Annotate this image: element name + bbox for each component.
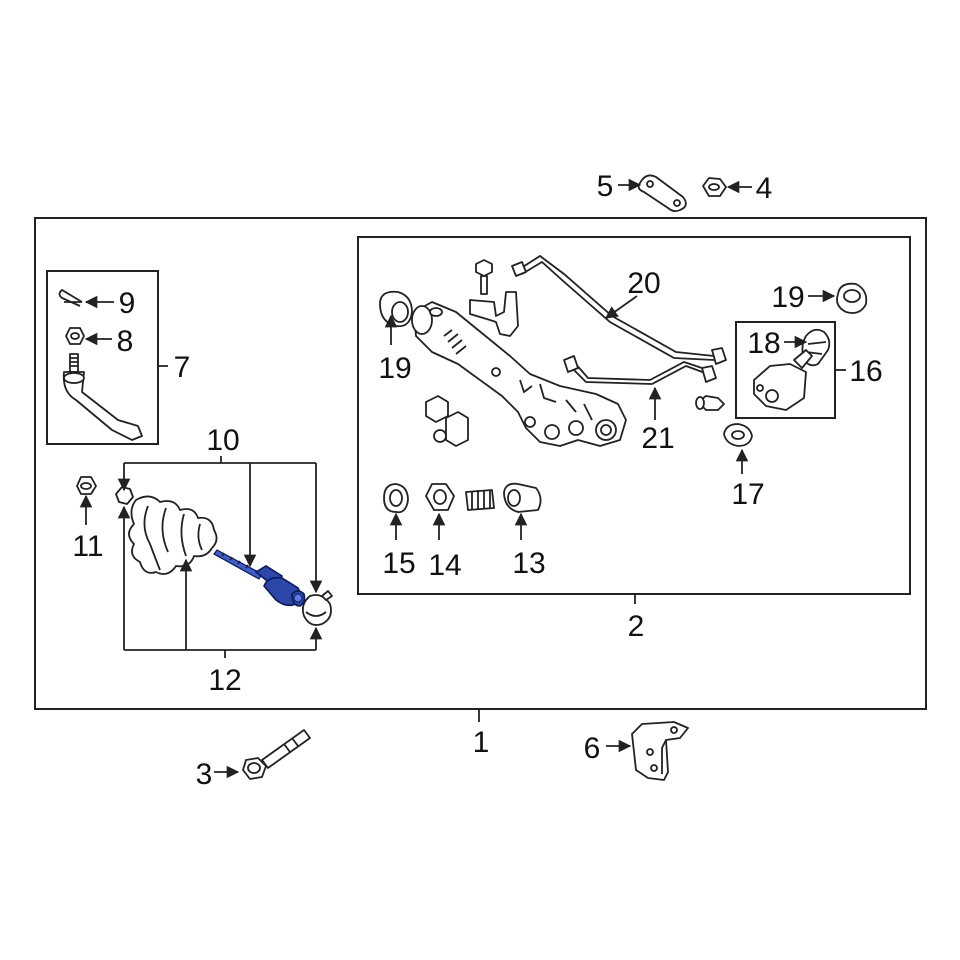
part-2-bracket[interactable] xyxy=(469,291,519,337)
callout-1: 1 xyxy=(473,726,490,759)
part-11-nut[interactable] xyxy=(76,476,97,495)
callout-14: 14 xyxy=(428,549,461,582)
callout-19-left: 19 xyxy=(378,352,411,385)
part-12-boot-clamp-large[interactable] xyxy=(301,590,333,626)
callout-18: 18 xyxy=(747,327,780,360)
tie-rod-end-frame xyxy=(46,270,159,445)
part-16-control-valve[interactable] xyxy=(753,349,813,411)
callout-10: 10 xyxy=(206,424,239,457)
part-10-inner-tie-rod[interactable] xyxy=(213,549,306,607)
part-21-return-line[interactable] xyxy=(563,355,717,385)
callout-4: 4 xyxy=(756,172,773,205)
part-2-fitting[interactable] xyxy=(695,395,725,411)
part-8-nut[interactable] xyxy=(65,327,85,345)
part-14-nut[interactable] xyxy=(425,483,455,511)
part-19-bushing-right[interactable] xyxy=(836,282,868,314)
callout-17: 17 xyxy=(731,478,764,511)
part-2-mount-bushing[interactable] xyxy=(425,395,469,447)
callout-20: 20 xyxy=(627,267,660,300)
part-12-steering-boot[interactable] xyxy=(128,495,218,575)
callout-5: 5 xyxy=(597,170,614,203)
part-15-seal[interactable] xyxy=(383,483,409,514)
leader-lines xyxy=(79,178,846,779)
callout-16: 16 xyxy=(849,355,882,388)
part-3-bolt[interactable] xyxy=(242,729,311,780)
callout-6: 6 xyxy=(584,732,601,765)
gear-assembly-frame xyxy=(357,236,911,595)
part-2-rack-housing[interactable] xyxy=(411,301,627,447)
callout-21: 21 xyxy=(641,422,674,455)
part-2-bolt[interactable] xyxy=(475,259,493,295)
part-17-seal-ring[interactable] xyxy=(723,423,753,447)
part-4-nut[interactable] xyxy=(702,177,727,197)
callout-3: 3 xyxy=(196,758,213,791)
callout-13: 13 xyxy=(512,547,545,580)
part-20-pressure-line[interactable] xyxy=(511,254,727,365)
callout-7: 7 xyxy=(174,351,191,384)
part-9-cotter-pin[interactable] xyxy=(58,288,83,307)
part-6-bracket[interactable] xyxy=(631,721,689,781)
part-7-tie-rod-end[interactable] xyxy=(62,353,143,441)
part-13-bushing[interactable] xyxy=(503,482,542,513)
callout-9: 9 xyxy=(119,287,136,320)
callout-12: 12 xyxy=(208,664,241,697)
part-5-plate[interactable] xyxy=(637,174,687,213)
callout-labels: 1 2 3 4 5 6 7 8 9 10 11 12 13 14 15 16 1… xyxy=(72,170,882,791)
main-assembly-frame xyxy=(34,217,927,710)
part-14-spring[interactable] xyxy=(465,489,495,511)
callout-19-right: 19 xyxy=(771,281,804,314)
callout-15: 15 xyxy=(382,547,415,580)
callout-11: 11 xyxy=(72,530,103,563)
callout-2: 2 xyxy=(628,610,645,643)
callout-8: 8 xyxy=(117,325,134,358)
part-19-bushing-left[interactable] xyxy=(379,290,413,328)
